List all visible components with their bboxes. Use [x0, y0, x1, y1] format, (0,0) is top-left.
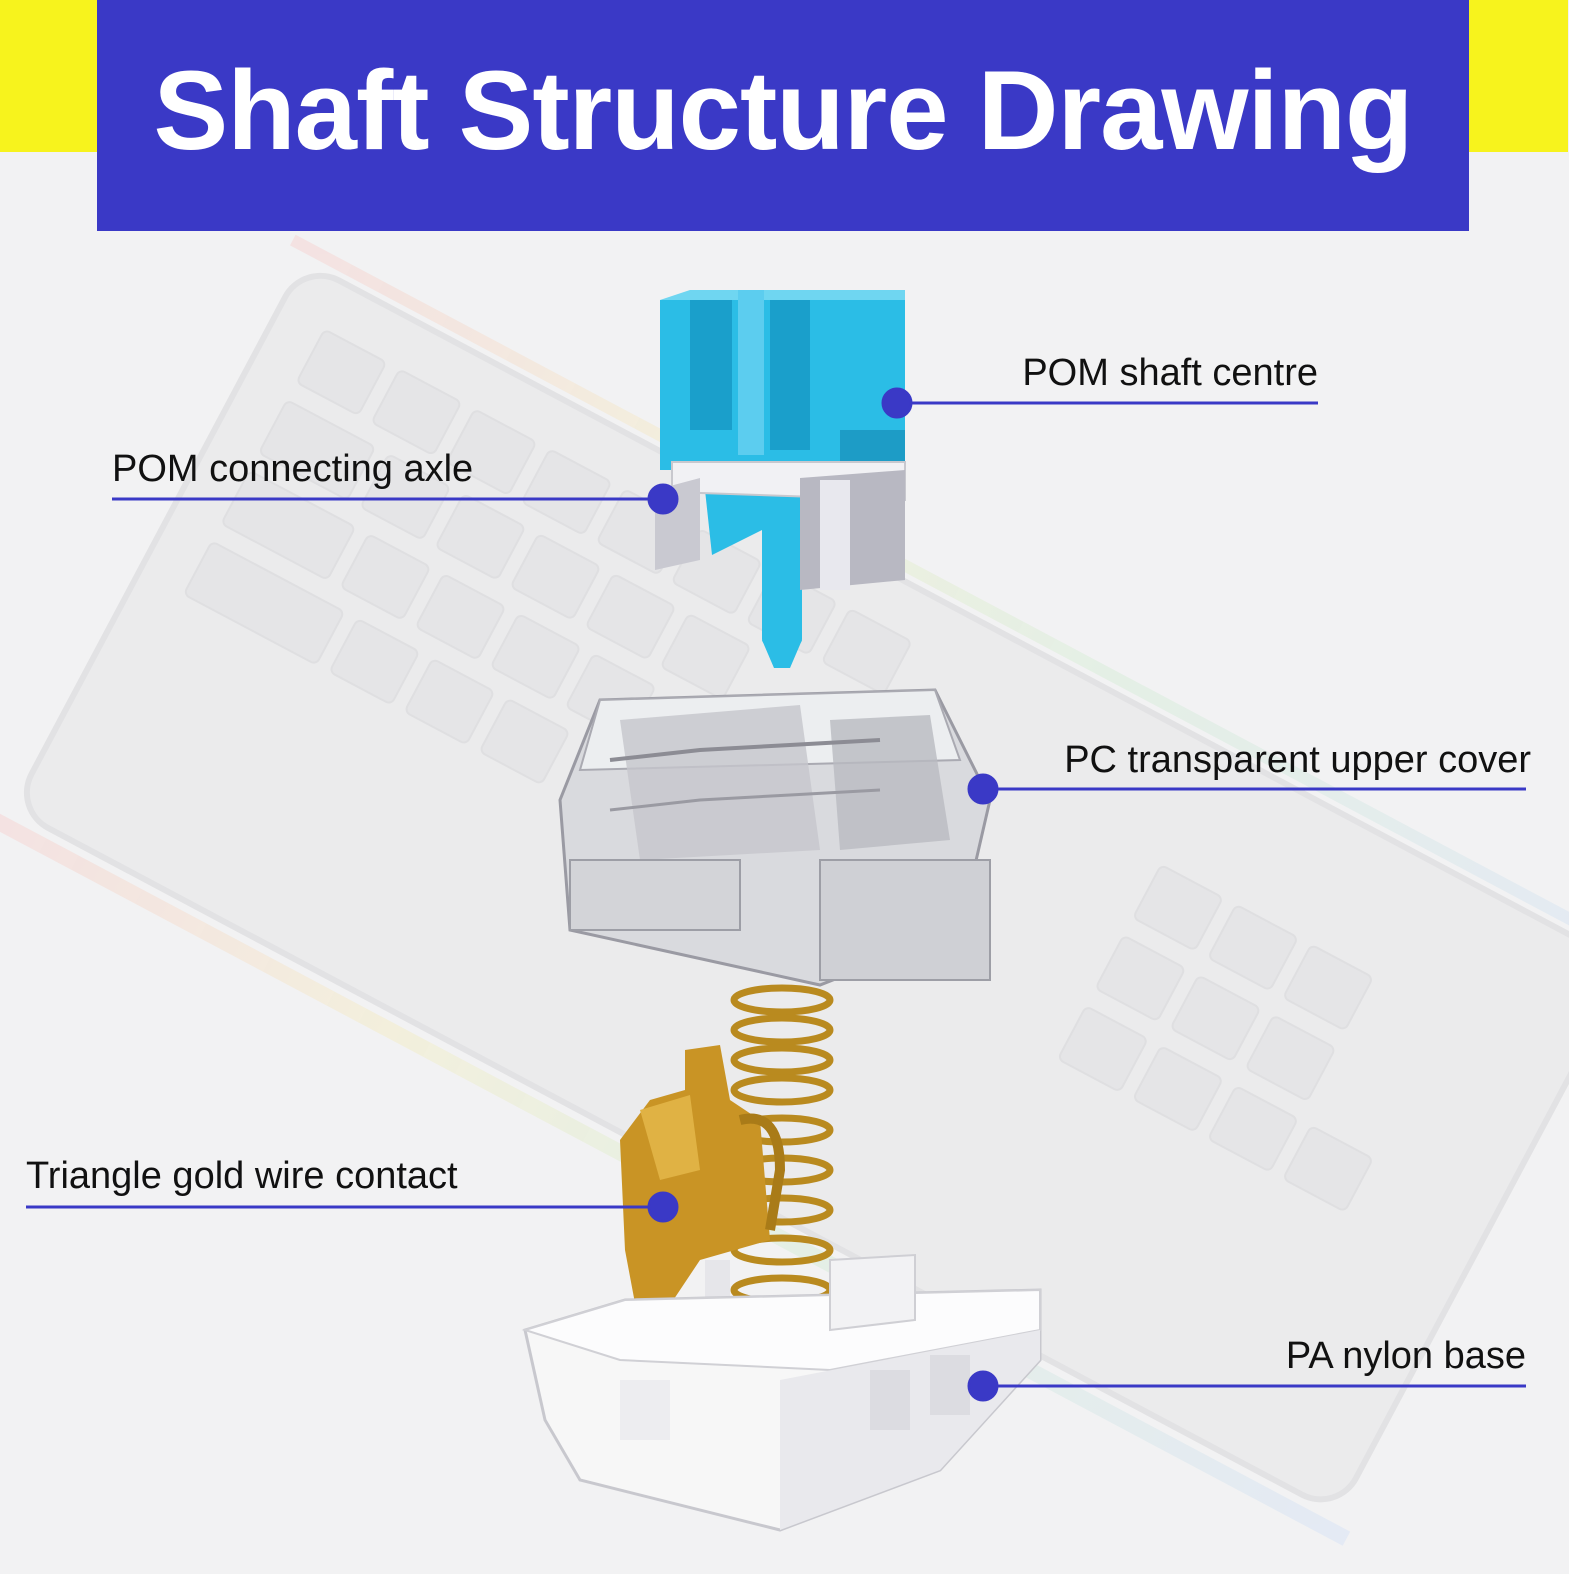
- connecting-axle-part: [655, 461, 906, 590]
- upper-cover-part: [558, 688, 992, 987]
- accent-strip-right: [1468, 0, 1568, 152]
- callout-dot-contact: [647, 1191, 679, 1223]
- callout-dot-shaft: [881, 387, 913, 419]
- nylon-base-part: [521, 1253, 1042, 1532]
- callout-dot-base: [967, 1370, 999, 1402]
- gold-contact-part: [620, 1045, 786, 1340]
- callout-dot-cover: [967, 773, 999, 805]
- accent-strip-left: [0, 0, 100, 152]
- callout-label-connecting-axle: POM connecting axle: [112, 448, 474, 490]
- callout-label-shaft-centre: POM shaft centre: [1022, 352, 1318, 394]
- callout-label-upper-cover: PC transparent upper cover: [1064, 739, 1531, 781]
- callout-label-gold-contact: Triangle gold wire contact: [26, 1155, 458, 1197]
- title-banner: Shaft Structure Drawing: [97, 0, 1469, 231]
- callout-dot-axle: [647, 483, 679, 515]
- callout-label-nylon-base: PA nylon base: [1285, 1335, 1526, 1377]
- page-title: Shaft Structure Drawing: [153, 48, 1414, 173]
